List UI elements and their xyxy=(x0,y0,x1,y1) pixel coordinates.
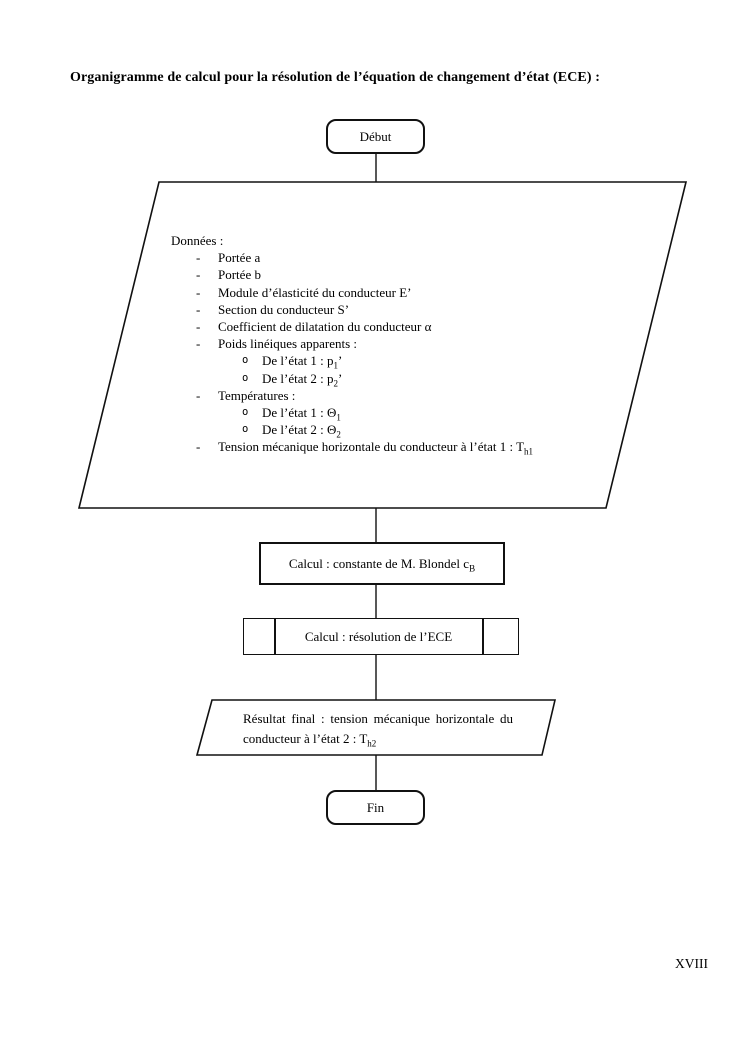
data-block-header: Données : xyxy=(171,233,224,248)
data-list-item: o De l’état 1 : p1’ xyxy=(171,352,641,371)
list-bullet: - xyxy=(196,284,201,300)
list-bullet: o xyxy=(242,371,249,384)
data-list-item: - Températures : xyxy=(171,387,641,404)
process-blondel-label: Calcul : constante de M. Blondel cB xyxy=(288,555,476,574)
data-list-item: - Tension mécanique horizontale du conduc… xyxy=(171,438,641,457)
list-bullet: - xyxy=(196,336,201,352)
list-item-text: Portée b xyxy=(218,267,261,283)
result-parallelogram-shape xyxy=(195,699,557,756)
predefined-process-right-bar xyxy=(481,619,484,654)
process-ece-label: Calcul : résolution de l’ECE xyxy=(304,628,453,644)
list-bullet: o xyxy=(242,354,249,367)
end-terminal: Fin xyxy=(326,790,425,825)
result-block-text: Résultat final : tension mécanique horiz… xyxy=(243,709,513,748)
list-item-text: Poids linéiques apparents : xyxy=(218,336,358,352)
list-item-text: De l’état 1 : p1’ xyxy=(262,353,343,371)
start-terminal-label: Début xyxy=(359,128,392,144)
list-bullet: o xyxy=(242,423,249,436)
list-item-text: De l’état 2 : p2’ xyxy=(262,370,343,389)
list-item-text: Tension mécanique horizontale du conduct… xyxy=(218,439,534,457)
data-list-item: o De l’état 1 : Θ1 xyxy=(171,404,641,423)
list-item-text: Section du conducteur S’ xyxy=(218,301,350,317)
list-item-text: Coefficient de dilatation du conducteur … xyxy=(218,318,432,334)
list-item-text: De l’état 1 : Θ1 xyxy=(262,404,341,423)
data-list-item: o De l’état 2 : p2’ xyxy=(171,370,641,389)
data-parallelogram-shape xyxy=(77,181,688,509)
process-ece: Calcul : résolution de l’ECE xyxy=(243,618,519,655)
list-bullet: - xyxy=(196,318,201,334)
list-bullet: - xyxy=(196,387,201,403)
list-bullet: - xyxy=(196,267,201,283)
end-terminal-label: Fin xyxy=(366,799,385,815)
data-list-item: - Coefficient de dilatation du conducteur… xyxy=(171,318,641,335)
data-block-list: - Portée a - Portée b - Module d’élasticité d… xyxy=(171,249,641,457)
list-bullet: - xyxy=(196,250,201,266)
data-list-item: - Portée a xyxy=(171,249,641,266)
list-item-text: De l’état 2 : Θ2 xyxy=(262,422,341,440)
list-item-text: Portée a xyxy=(218,250,261,266)
data-list-item: o De l’état 2 : Θ2 xyxy=(171,421,641,440)
start-terminal: Début xyxy=(326,119,425,154)
list-bullet: o xyxy=(242,405,249,418)
page-number: XVIII xyxy=(675,956,708,971)
process-blondel: Calcul : constante de M. Blondel cB xyxy=(259,542,505,585)
data-list-item: - Poids linéiques apparents : xyxy=(171,335,641,352)
data-list-item: - Section du conducteur S’ xyxy=(171,301,641,318)
data-list-item: - Portée b xyxy=(171,266,641,283)
page-title: Organigramme de calcul pour la résolutio… xyxy=(70,70,600,85)
list-item-text: Module d’élasticité du conducteur E’ xyxy=(218,284,412,300)
data-list-item: - Module d’élasticité du conducteur E’ xyxy=(171,284,641,301)
list-bullet: - xyxy=(196,301,201,317)
data-block: Données : - Portée a - Portée b - Module d’él… xyxy=(171,232,641,457)
list-item-text: Températures : xyxy=(218,387,296,403)
result-block-label: Résultat final : tension mécanique horiz… xyxy=(243,711,513,749)
list-bullet: - xyxy=(196,439,201,455)
predefined-process-left-bar xyxy=(274,619,276,654)
